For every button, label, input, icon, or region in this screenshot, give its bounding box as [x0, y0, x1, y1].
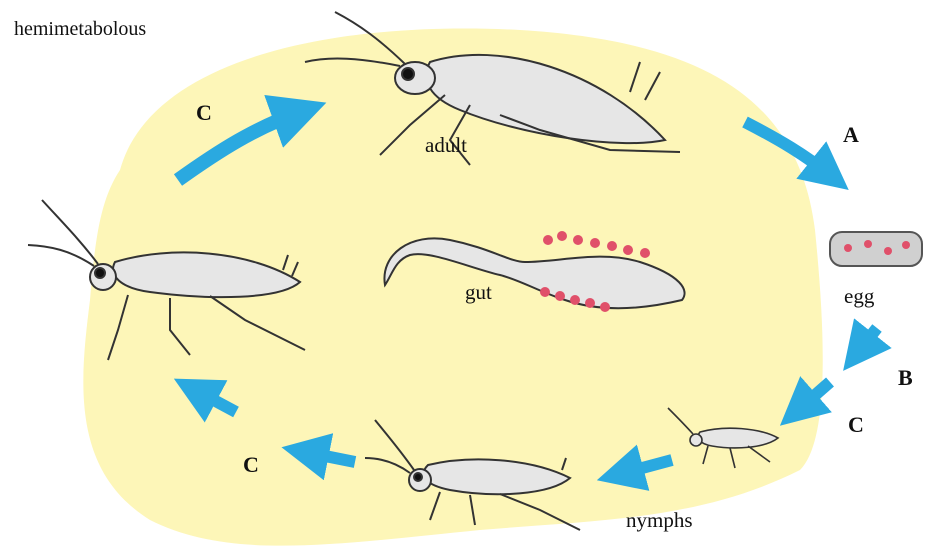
label-c-top-left: C	[196, 100, 212, 126]
label-egg: egg	[844, 284, 874, 309]
diagram-title: hemimetabolous	[14, 18, 146, 41]
label-a: A	[843, 122, 859, 148]
label-c-right: C	[848, 412, 864, 438]
label-adult: adult	[425, 133, 467, 158]
label-c-bottom: C	[243, 452, 259, 478]
label-gut: gut	[465, 280, 492, 305]
label-nymphs: nymphs	[626, 508, 693, 533]
label-b: B	[898, 365, 913, 391]
egg-illustration	[830, 232, 922, 266]
arrow-b	[858, 328, 877, 352]
